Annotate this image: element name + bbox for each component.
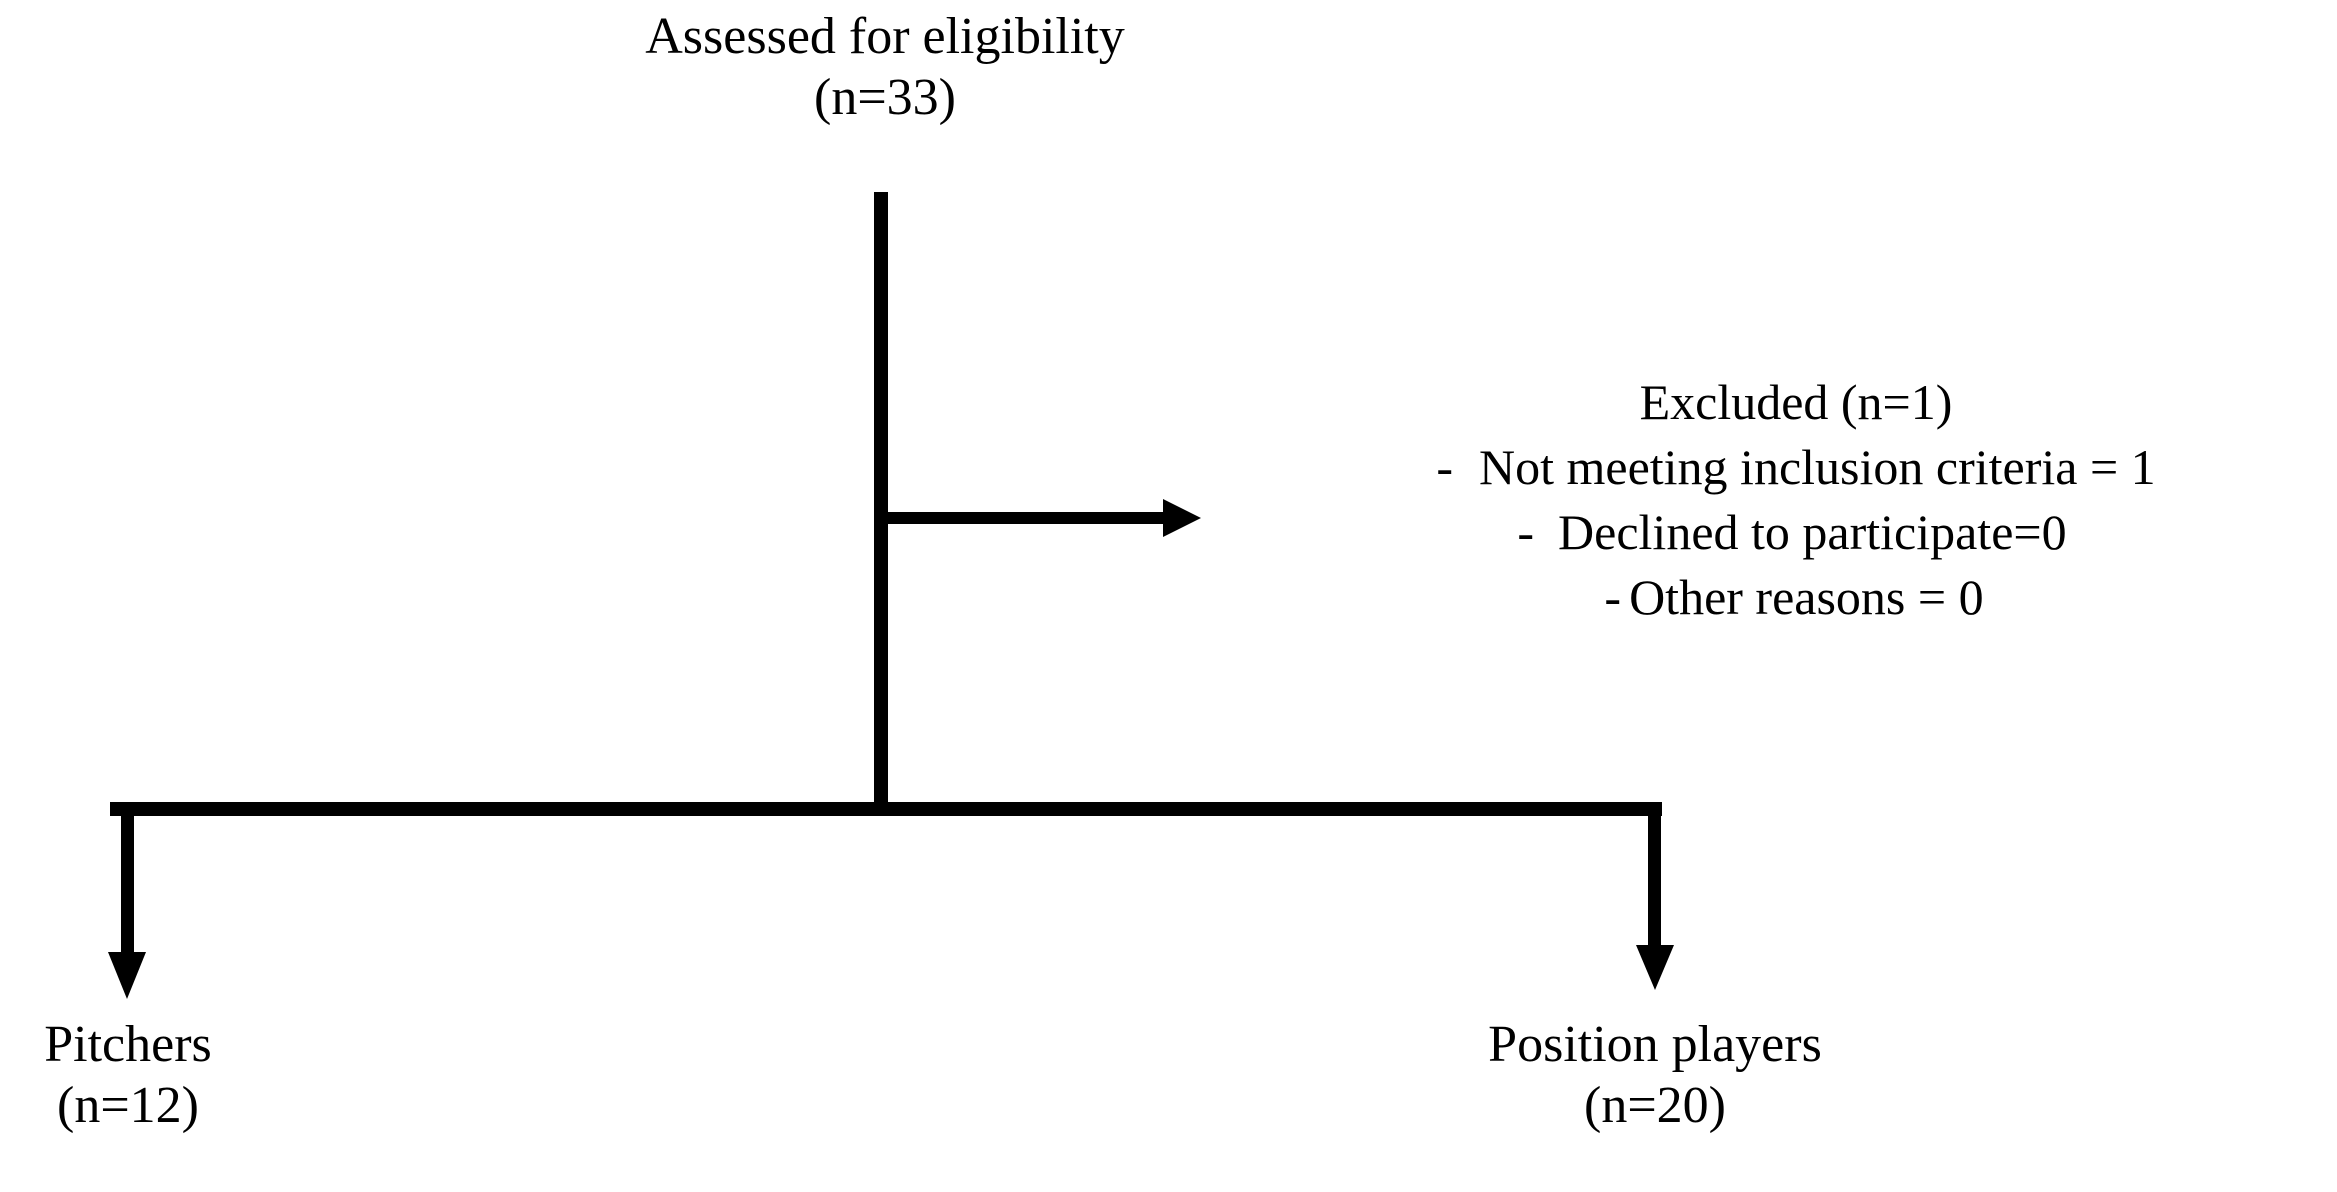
left-branch-shaft	[121, 802, 134, 957]
node-assessed-line1: Assessed for eligibility	[645, 8, 1125, 65]
exclusion-arrow-shaft	[886, 512, 1166, 524]
excluded-title: Excluded (n=1)	[1639, 374, 1953, 430]
node-excluded: Excluded (n=1) -Not meeting inclusion cr…	[1255, 370, 2337, 630]
right-branch-arrow-head	[1636, 945, 1674, 990]
excluded-reason-other-reasons: -Other reasons = 0	[1255, 565, 2337, 630]
node-assessed-count: (n=33)	[814, 69, 956, 127]
right-branch-shaft	[1648, 802, 1661, 950]
node-position-players-line1: Position players	[1488, 1016, 1822, 1073]
node-pitchers-count: (n=12)	[57, 1077, 199, 1135]
excluded-reason-text: Not meeting inclusion criteria = 1	[1479, 439, 2156, 495]
node-position-players-count: (n=20)	[1584, 1077, 1726, 1135]
split-bar-line	[110, 802, 1662, 816]
excluded-reason-declined-to-participate: -Declined to participate=0	[1255, 500, 2337, 565]
node-pitchers: Pitchers (n=12)	[0, 1014, 628, 1137]
node-position-players: Position players (n=20)	[1155, 1014, 2155, 1137]
node-pitchers-line1: Pitchers	[44, 1016, 212, 1073]
excluded-reason-text: Other reasons = 0	[1629, 569, 1984, 625]
bullet-dash-icon: -	[1604, 569, 1622, 625]
bullet-dash-icon: -	[1517, 504, 1535, 560]
left-branch-arrow-head	[108, 952, 146, 999]
excluded-reason-not-meeting-inclusion-criteria: -Not meeting inclusion criteria = 1	[1255, 435, 2337, 500]
vertical-trunk-line	[874, 192, 888, 815]
node-assessed-for-eligibility: Assessed for eligibility (n=33)	[385, 6, 1385, 129]
bullet-dash-icon: -	[1436, 439, 1453, 495]
exclusion-arrow-head	[1163, 499, 1201, 537]
excluded-reason-text: Declined to participate=0	[1558, 504, 2067, 560]
